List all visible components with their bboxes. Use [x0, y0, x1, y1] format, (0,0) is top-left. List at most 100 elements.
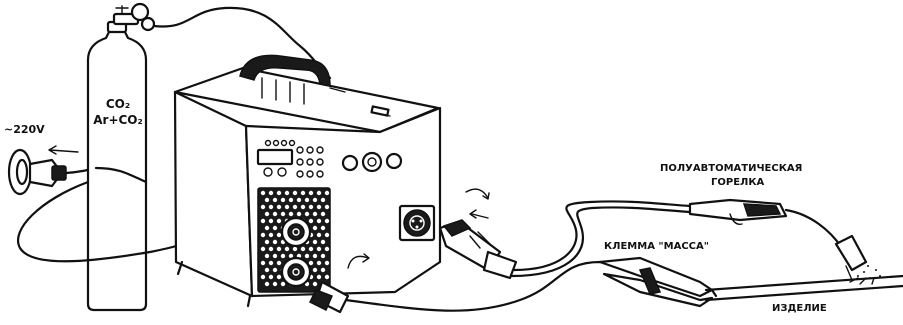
vent-hole [313, 282, 317, 286]
vent-hole [277, 233, 281, 237]
vent-hole [297, 212, 301, 216]
vent-hole [325, 275, 329, 279]
vent-hole [265, 282, 269, 286]
vent-hole [277, 205, 281, 209]
mig-torch [690, 200, 866, 280]
vent-hole [273, 254, 277, 258]
torch-label-2: ГОРЕЛКА [711, 177, 764, 188]
vent-hole [313, 212, 317, 216]
gas-cylinder [88, 4, 154, 310]
vent-hole [269, 233, 273, 237]
plug-direction-arrow [49, 146, 78, 154]
output-socket-lower [282, 258, 310, 286]
vent-hole [325, 233, 329, 237]
vent-hole [309, 219, 313, 223]
vent-hole [269, 191, 273, 195]
vent-hole [317, 191, 321, 195]
vent-hole [281, 198, 285, 202]
vent-hole [321, 198, 325, 202]
vent-hole [313, 226, 317, 230]
vent-hole [277, 261, 281, 265]
vent-hole [281, 212, 285, 216]
vent-hole [261, 205, 265, 209]
vent-hole [285, 247, 289, 251]
ground-clamp [600, 258, 716, 306]
vent-hole [269, 205, 273, 209]
vent-hole [273, 212, 277, 216]
vent-hole [273, 226, 277, 230]
vent-hole [285, 205, 289, 209]
vent-hole [305, 212, 309, 216]
vent-hole [325, 261, 329, 265]
vent-hole [261, 261, 265, 265]
vent-hole [273, 240, 277, 244]
vent-hole [269, 247, 273, 251]
ground-clamp-label: КЛЕММА "МАССА" [604, 241, 709, 252]
vent-hole [317, 275, 321, 279]
vent-hole [281, 282, 285, 286]
vent-hole [273, 198, 277, 202]
vent-hole [265, 226, 269, 230]
vent-hole [309, 261, 313, 265]
vent-hole [309, 247, 313, 251]
torch-label-1: ПОЛУАВТОМАТИЧЕСКАЯ [660, 163, 802, 174]
vent-hole [289, 212, 293, 216]
vent-hole [273, 268, 277, 272]
vent-hole [309, 205, 313, 209]
gas-type-label-1: CO₂ [103, 98, 133, 111]
vent-hole [265, 254, 269, 258]
vent-hole [265, 212, 269, 216]
vent-hole [317, 219, 321, 223]
vent-hole [301, 247, 305, 251]
vent-hole [269, 219, 273, 223]
vent-hole [317, 261, 321, 265]
vent-hole [321, 226, 325, 230]
vent-hole [265, 198, 269, 202]
vent-hole [269, 275, 273, 279]
vent-hole [325, 205, 329, 209]
vent-hole [321, 240, 325, 244]
vent-hole [261, 275, 265, 279]
vent-hole [305, 254, 309, 258]
vent-hole [313, 268, 317, 272]
vent-hole [301, 191, 305, 195]
vent-hole [317, 233, 321, 237]
voltage-label: ~220V [4, 124, 45, 136]
vent-hole [313, 240, 317, 244]
vent-hole [297, 198, 301, 202]
vent-hole [277, 219, 281, 223]
vent-hole [281, 254, 285, 258]
torch-cable [514, 201, 690, 270]
vent-hole [305, 198, 309, 202]
gas-type-label-2: Ar+CO₂ [88, 114, 148, 127]
vent-hole [273, 282, 277, 286]
output-socket-upper [282, 218, 310, 246]
vent-hole [313, 198, 317, 202]
vent-hole [265, 268, 269, 272]
vent-hole [317, 247, 321, 251]
vent-hole [261, 219, 265, 223]
vent-hole [277, 275, 281, 279]
vent-hole [325, 247, 329, 251]
vent-hole [265, 240, 269, 244]
vent-hole [325, 191, 329, 195]
vent-hole [309, 191, 313, 195]
vent-hole [301, 205, 305, 209]
vent-hole [317, 205, 321, 209]
vent-hole [261, 247, 265, 251]
vent-hole [277, 191, 281, 195]
vent-hole [285, 191, 289, 195]
vent-hole [261, 233, 265, 237]
torch-cable-plug [440, 220, 516, 278]
vent-hole [321, 254, 325, 258]
euro-connector [400, 206, 434, 240]
vent-hole [321, 268, 325, 272]
vent-hole [321, 212, 325, 216]
vent-hole [325, 219, 329, 223]
vent-hole [313, 254, 317, 258]
rotate-arrow-torch [466, 189, 489, 218]
vent-hole [293, 247, 297, 251]
vent-hole [261, 191, 265, 195]
vent-hole [293, 191, 297, 195]
power-plug [9, 150, 96, 194]
